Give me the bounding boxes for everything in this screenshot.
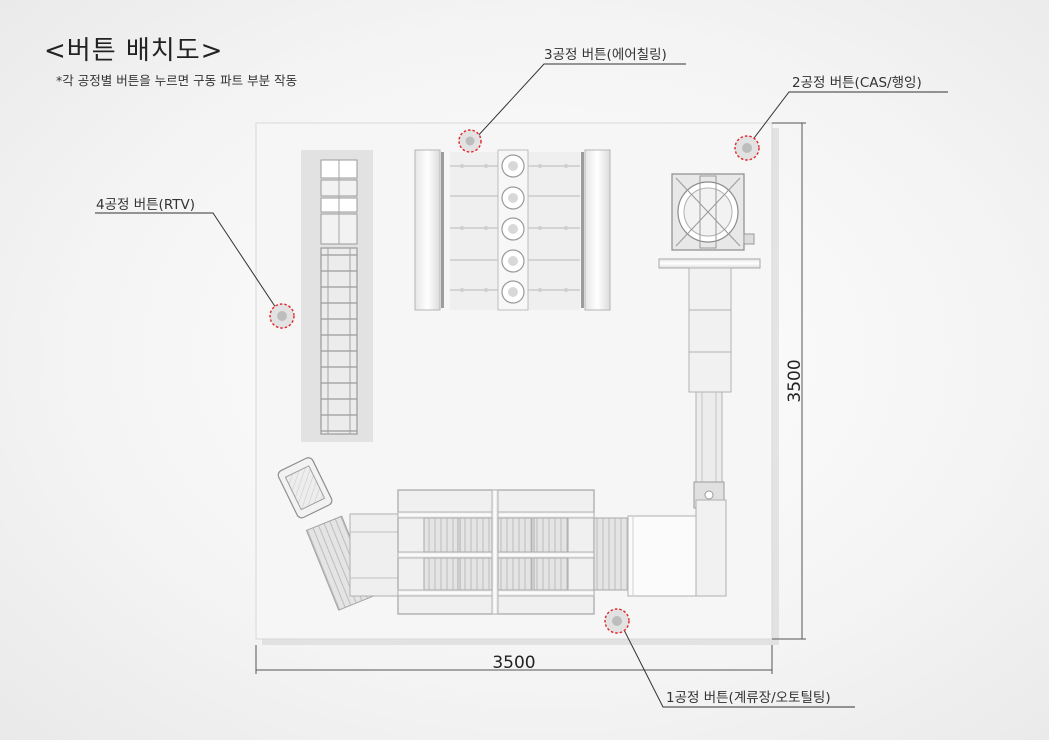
process3-button[interactable] <box>458 129 482 153</box>
process4-button[interactable] <box>269 303 295 329</box>
leader-lines <box>95 63 948 708</box>
page-subtitle: *각 공정별 버튼을 누르면 구동 파트 부분 작동 <box>56 73 298 88</box>
process1-button[interactable] <box>604 608 630 634</box>
lairage-autotilting-line <box>277 457 727 615</box>
width-dimension-label: 3500 <box>492 653 535 673</box>
process4-button-label: 4공정 버튼(RTV) <box>96 197 195 213</box>
dimension-horizontal <box>255 645 773 674</box>
height-dimension-label: 3500 <box>785 359 805 402</box>
dimension-vertical <box>772 122 806 640</box>
process2-button-label: 2공정 버튼(CAS/행잉) <box>792 75 922 91</box>
rtv-line <box>301 150 373 442</box>
page-title: <버튼 배치도> <box>44 36 224 66</box>
process2-button[interactable] <box>734 135 760 161</box>
cas-hanging-unit <box>658 173 761 593</box>
process1-button-label: 1공정 버튼(계류장/오토틸팅) <box>666 690 831 706</box>
air-chilling-unit <box>414 149 611 311</box>
process3-button-label: 3공정 버튼(에어칠링) <box>544 47 667 63</box>
